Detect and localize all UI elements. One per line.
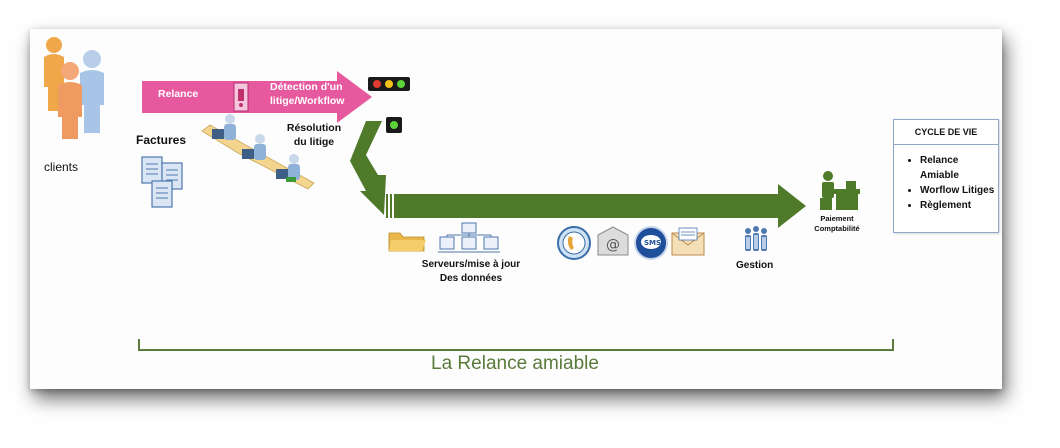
sms-icon-text: SMS: [644, 239, 661, 247]
servers-line1: Serveurs/mise à jour: [421, 259, 521, 270]
clients-label: clients: [44, 160, 79, 174]
cycle-list: Relance Amiable Worflow Litiges Règlemen…: [894, 153, 998, 213]
traffic-light-icon: [368, 77, 410, 91]
cycle-title: CYCLE DE VIE: [894, 120, 998, 145]
cycle-item: Relance Amiable: [920, 153, 998, 183]
relance-bracket: [138, 339, 894, 351]
cycle-item: Worflow Litiges: [920, 183, 998, 198]
paiement-desk-icon: [820, 171, 860, 210]
servers-network-icon: [438, 222, 500, 253]
main-green-arrow: [386, 184, 806, 228]
workers-desk-icon: [201, 114, 315, 190]
servers-line2: Des données: [439, 273, 503, 284]
cycle-item: Règlement: [920, 198, 998, 213]
envelope-icon: [671, 227, 705, 256]
diagram-canvas: clients Factures Relance Détection d'un …: [30, 29, 1002, 389]
resolution-line2: du litige: [293, 136, 335, 148]
cycle-de-vie-box: CYCLE DE VIE Relance Amiable Worflow Lit…: [893, 119, 999, 233]
folder-icon: [388, 232, 426, 252]
svg-text:@: @: [606, 237, 620, 253]
sms-icon: SMS: [634, 226, 668, 260]
gestion-label: Gestion: [736, 260, 774, 271]
clients-people-icon: [44, 37, 104, 139]
relance-pink-arrow: [142, 71, 372, 123]
footer-title: La Relance amiable: [431, 353, 599, 374]
green-zigzag-arrow: [350, 121, 386, 215]
paiement-line2: Comptabilité: [814, 224, 860, 233]
phone-icon: [557, 226, 591, 260]
factures-label: Factures: [136, 133, 187, 147]
detection-line2: litige/Workflow: [270, 95, 345, 107]
detection-line1: Détection d'un: [270, 81, 343, 93]
relance-step-label: Relance: [158, 88, 199, 100]
resolution-line1: Résolution: [286, 122, 342, 134]
green-light-icon: [386, 117, 402, 133]
paiement-line1: Paiement: [820, 214, 854, 223]
alert-document-icon: [233, 82, 249, 112]
gestion-people-icon: [745, 226, 767, 251]
email-at-icon: @: [597, 226, 629, 256]
documents-icon: [141, 156, 183, 208]
